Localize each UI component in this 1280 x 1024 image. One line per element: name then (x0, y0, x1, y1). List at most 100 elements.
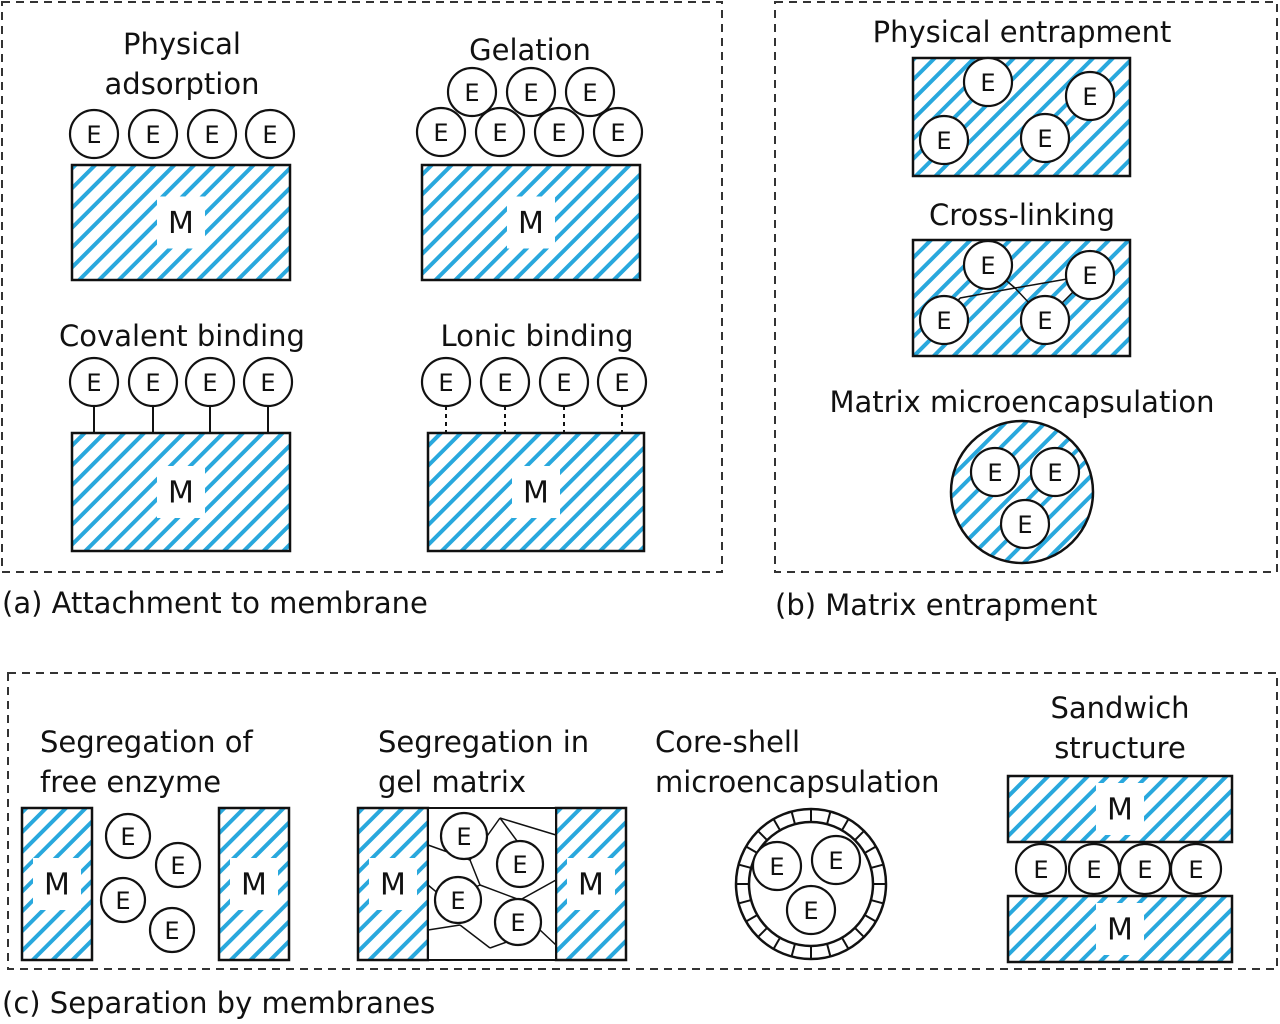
gel-network (519, 879, 557, 901)
enzyme (592, 106, 644, 158)
panel-c-caption: (c) Separation by membranes (2, 986, 435, 1020)
enzyme (148, 906, 196, 954)
enzyme-label: E (204, 121, 219, 149)
membrane-label: M (168, 206, 194, 241)
enzyme-label: E (610, 119, 625, 147)
enzyme-label: E (115, 887, 130, 915)
enzyme (564, 66, 616, 118)
membrane-label-bg (33, 858, 81, 910)
enzyme-label: E (803, 897, 818, 925)
enzyme (533, 106, 585, 158)
membrane-label-bg (157, 466, 205, 518)
enzyme (962, 56, 1014, 108)
membrane-label: M (168, 476, 194, 511)
enzyme (244, 108, 296, 160)
enzyme-label: E (582, 79, 597, 107)
enzyme (1029, 446, 1081, 498)
enzyme (1019, 112, 1071, 164)
membrane-label: M (44, 868, 70, 903)
label-covalent-binding: Covalent binding (59, 319, 305, 353)
enzyme (433, 875, 483, 925)
membrane-label: M (1107, 913, 1133, 948)
enzyme (1064, 70, 1116, 122)
enzyme-label: E (769, 853, 784, 881)
shell-tick (757, 830, 768, 841)
enzyme (415, 106, 467, 158)
shell-tick (854, 830, 865, 841)
enzyme (420, 356, 472, 408)
shell-tick (864, 845, 877, 854)
label-gelation: Gelation (469, 33, 591, 67)
membrane-label-bg (507, 196, 555, 249)
shell-tick (757, 927, 768, 938)
enzyme-label: E (980, 69, 995, 97)
enzyme (68, 356, 120, 408)
gel-network (539, 929, 557, 946)
enzyme (242, 356, 294, 408)
cross-link (959, 287, 1016, 299)
enzyme-label: E (433, 119, 448, 147)
enzyme (68, 108, 120, 160)
enzyme-label: E (1082, 83, 1097, 111)
enzyme-label: E (438, 369, 453, 397)
enzyme (474, 106, 526, 158)
enzyme-label: E (980, 252, 995, 280)
enzyme-label: E (936, 127, 951, 155)
enzyme (1169, 842, 1223, 896)
enzyme (810, 834, 862, 886)
gel-network (459, 924, 491, 949)
enzyme-label: E (456, 823, 471, 851)
enzyme-label: E (86, 369, 101, 397)
enzyme (751, 840, 803, 892)
enzyme-label: E (464, 79, 479, 107)
enzyme (99, 876, 147, 924)
membrane-label: M (241, 868, 267, 903)
panel-b-frame (774, 1, 1278, 573)
enzyme (505, 66, 557, 118)
enzyme-label: E (551, 119, 566, 147)
enzyme-label: E (1188, 856, 1203, 884)
enzyme-label: E (120, 823, 135, 851)
enzyme (1014, 842, 1068, 896)
shell-tick (870, 899, 884, 905)
enzyme-label: E (1047, 459, 1062, 487)
shell-tick (772, 818, 781, 831)
gel-network (469, 859, 481, 886)
shell-tick (841, 937, 850, 950)
enzyme-label: E (1086, 856, 1101, 884)
enzyme-label: E (512, 851, 527, 879)
shell-tick (790, 943, 796, 957)
membrane-label-bg (512, 466, 560, 518)
shell-tick (738, 863, 752, 869)
membrane-label-bg (1096, 783, 1144, 835)
shell-tick (870, 863, 884, 869)
enzyme-label: E (450, 887, 465, 915)
membrane-label: M (1107, 793, 1133, 828)
enzyme (479, 356, 531, 408)
enzyme-label: E (614, 369, 629, 397)
label-physical-entrapment: Physical entrapment (873, 15, 1172, 49)
enzyme-label: E (510, 909, 525, 937)
enzyme (154, 841, 202, 889)
shell-tick (826, 943, 832, 957)
membrane-label-bg (567, 858, 615, 910)
enzyme (962, 239, 1014, 291)
panel-c-frame (7, 672, 1278, 970)
shell-tick (864, 914, 877, 923)
enzyme-label: E (164, 917, 179, 945)
gel-network (479, 884, 521, 901)
enzyme (999, 498, 1051, 550)
enzyme-label: E (170, 852, 185, 880)
enzyme-label: E (202, 369, 217, 397)
enzyme (596, 356, 648, 408)
enzyme (1019, 294, 1071, 346)
shell-tick (745, 914, 758, 923)
gel-network (427, 924, 461, 931)
enzyme (127, 108, 179, 160)
